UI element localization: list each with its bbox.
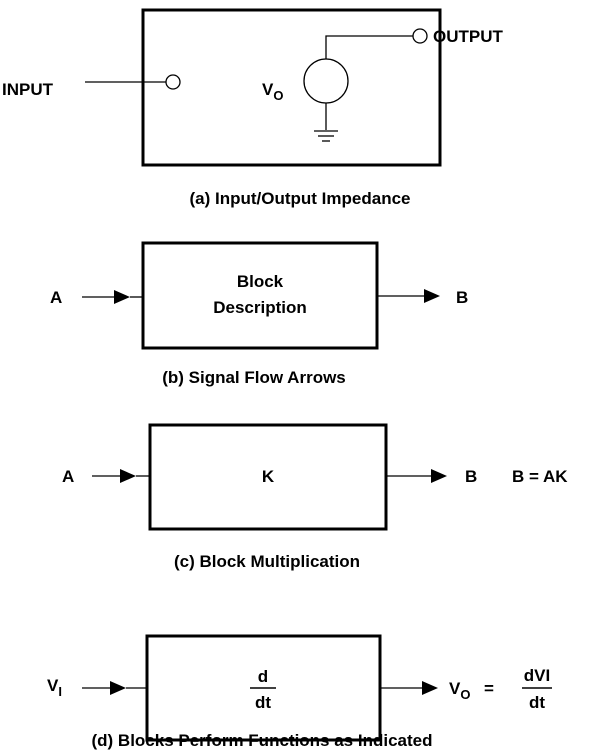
input-arrowhead bbox=[110, 681, 126, 695]
block-text-line2: Description bbox=[213, 298, 307, 317]
vi-label: VI bbox=[47, 676, 62, 699]
vo-subscript: O bbox=[460, 687, 470, 702]
panel-d: VI d dt VO = dVI dt (d) Blocks Perform F… bbox=[47, 634, 552, 750]
output-wire bbox=[325, 35, 413, 59]
input-terminal bbox=[165, 74, 181, 90]
input-label: INPUT bbox=[2, 80, 54, 99]
block-numerator: d bbox=[258, 667, 268, 686]
block-denominator: dt bbox=[255, 693, 271, 712]
caption-d: (d) Blocks Perform Functions as Indicate… bbox=[91, 731, 432, 750]
vo-main: V bbox=[262, 80, 274, 99]
panel-a: INPUT VO OUTPUT (a) Input/Output Impedan… bbox=[2, 8, 504, 208]
vo-main: V bbox=[449, 679, 461, 698]
input-arrowhead bbox=[114, 290, 130, 304]
block-description-box bbox=[141, 241, 379, 350]
vi-main: V bbox=[47, 676, 59, 695]
ground-symbol bbox=[314, 130, 338, 142]
output-b-label: B bbox=[456, 288, 468, 307]
equals-sign: = bbox=[484, 679, 494, 698]
input-a-label: A bbox=[50, 288, 62, 307]
input-a-label: A bbox=[62, 467, 74, 486]
fraction-denominator: dt bbox=[529, 693, 545, 712]
panel-c: A K B B = AK (c) Block Multiplication bbox=[62, 423, 568, 571]
impedance-box bbox=[141, 8, 442, 167]
k-block-box bbox=[148, 423, 388, 531]
caption-a: (a) Input/Output Impedance bbox=[190, 189, 411, 208]
input-arrowhead bbox=[120, 469, 136, 483]
output-terminal bbox=[412, 28, 428, 44]
output-label: OUTPUT bbox=[433, 27, 504, 46]
panel-b: A Block Description B (b) Signal Flow Ar… bbox=[50, 241, 468, 387]
vo-subscript: O bbox=[273, 88, 283, 103]
caption-c: (c) Block Multiplication bbox=[174, 552, 360, 571]
voltage-source bbox=[303, 58, 349, 104]
vo-output-label: VO bbox=[449, 679, 470, 702]
caption-b: (b) Signal Flow Arrows bbox=[162, 368, 346, 387]
block-text-line1: Block bbox=[237, 272, 284, 291]
k-label: K bbox=[262, 467, 275, 486]
output-arrowhead bbox=[431, 469, 447, 483]
output-b-label: B bbox=[465, 467, 477, 486]
fraction-numerator: dVI bbox=[524, 666, 550, 685]
vo-label: VO bbox=[262, 80, 283, 103]
output-arrowhead bbox=[422, 681, 438, 695]
output-arrowhead bbox=[424, 289, 440, 303]
vi-subscript: I bbox=[58, 684, 62, 699]
equation-label: B = AK bbox=[512, 467, 568, 486]
